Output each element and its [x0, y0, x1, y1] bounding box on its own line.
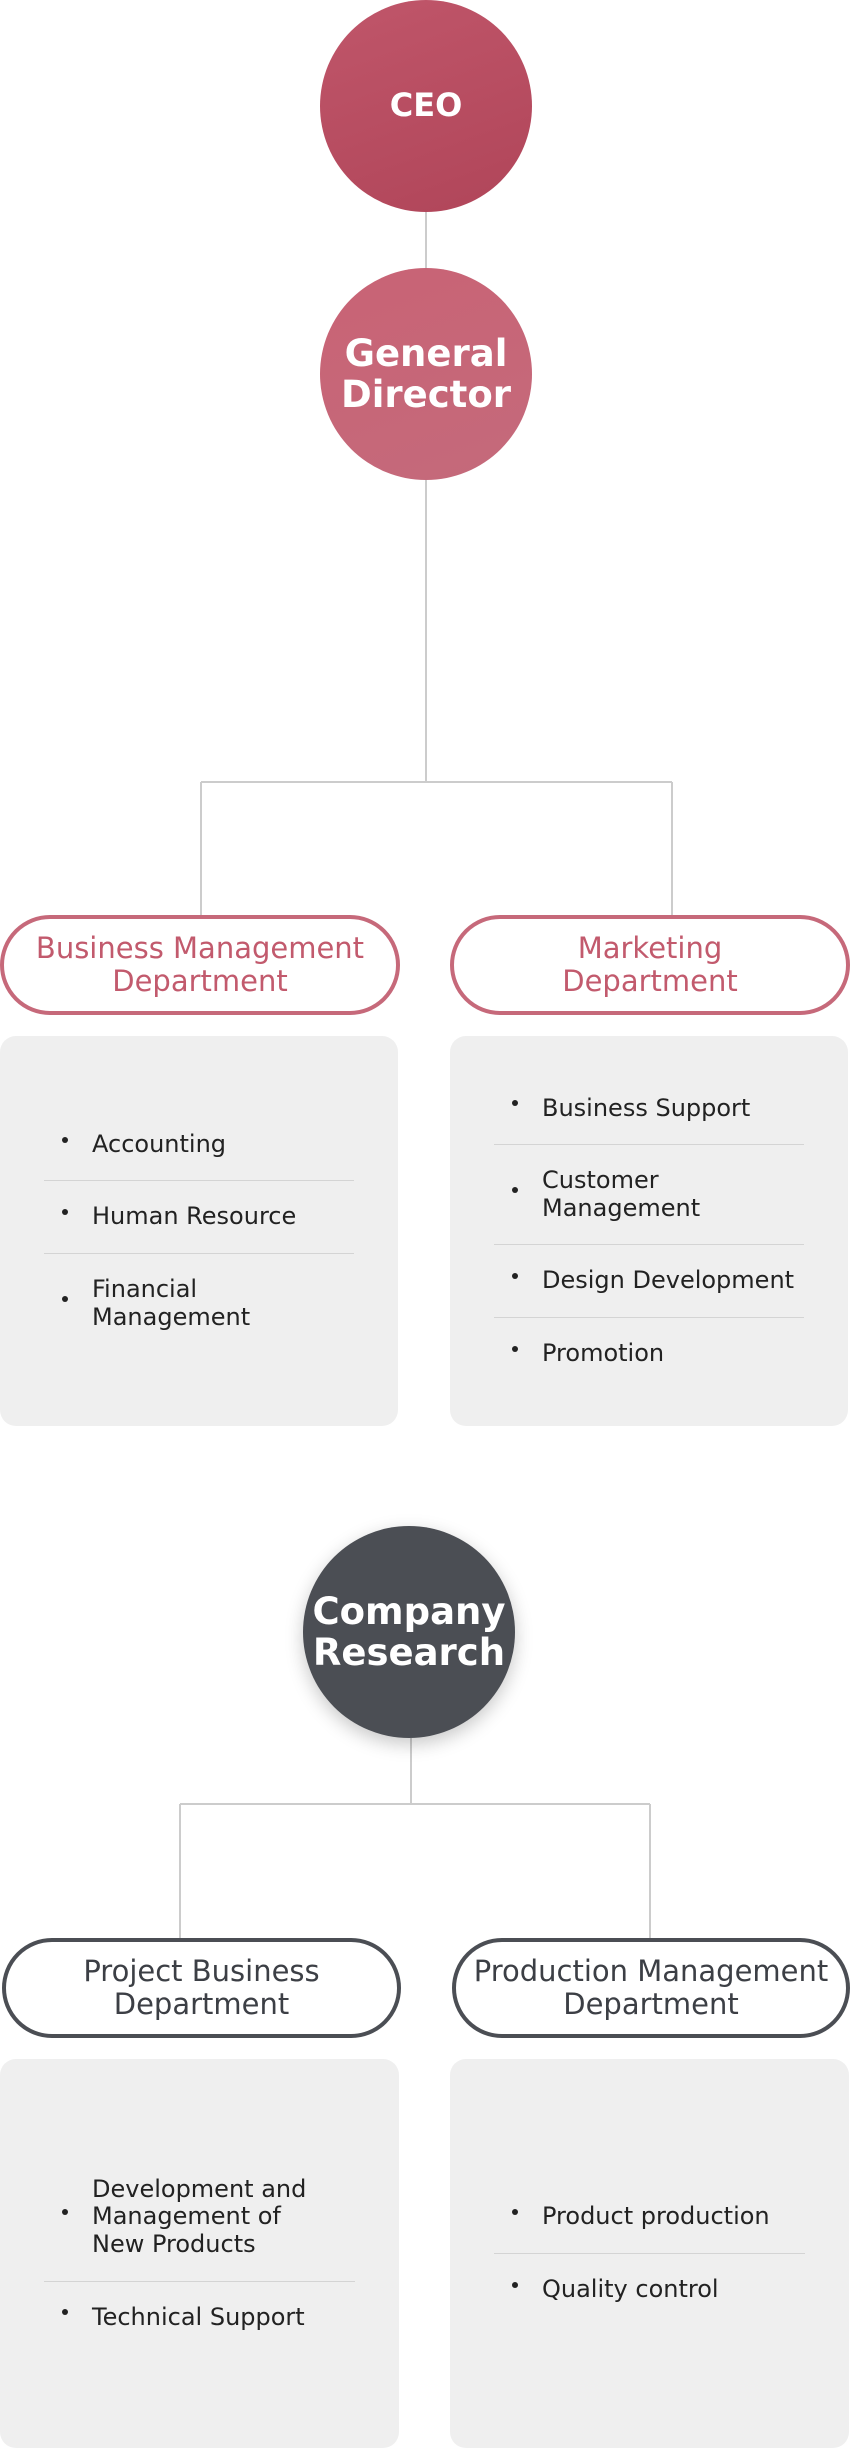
list-item: Customer Management	[494, 1145, 804, 1246]
list-item-label: Accounting	[92, 1129, 227, 1158]
bullet-icon	[512, 1100, 518, 1107]
list-item: Development and Management of New Produc…	[44, 2154, 355, 2282]
list-item-label: Customer Management	[542, 1166, 701, 1222]
list-item-label: Promotion	[542, 1338, 665, 1367]
list-item: Business Support	[494, 1073, 804, 1146]
marketing-list: Business Support Customer Management Des…	[494, 1073, 804, 1390]
ceo-node: CEO	[320, 0, 532, 212]
business-management-list: Accounting Human Resource Financial Mana…	[44, 1109, 354, 1353]
bullet-icon	[512, 1345, 518, 1352]
production-management-department: Production Management Department	[452, 1938, 850, 2038]
marketing-department: Marketing Department	[450, 915, 850, 1015]
list-item-label: Design Development	[542, 1266, 795, 1295]
list-item-label: Business Support	[542, 1093, 751, 1122]
marketing-tasks: Business Support Customer Management Des…	[450, 1036, 848, 1426]
list-item: Technical Support	[44, 2282, 355, 2354]
list-item-label: Product production	[542, 2202, 770, 2231]
project-business-tasks: Development and Management of New Produc…	[0, 2059, 399, 2448]
general-director-node: General Director	[320, 268, 532, 480]
list-item: Quality control	[494, 2254, 805, 2326]
production-management-list: Product production Quality control	[494, 2181, 805, 2325]
bullet-icon	[62, 1209, 68, 1216]
bullet-icon	[62, 2309, 68, 2316]
list-item-label: Human Resource	[92, 1202, 297, 1231]
list-item: Promotion	[494, 1318, 804, 1390]
list-item: Financial Management	[44, 1254, 354, 1353]
bullet-icon	[62, 2209, 68, 2216]
list-item: Accounting	[44, 1109, 354, 1182]
bullet-icon	[512, 1186, 518, 1193]
list-item: Design Development	[494, 1245, 804, 1318]
production-management-tasks: Product production Quality control	[450, 2059, 849, 2448]
list-item: Human Resource	[44, 1181, 354, 1254]
list-item-label: Financial Management	[92, 1275, 251, 1331]
bullet-icon	[512, 2281, 518, 2288]
list-item-label: Quality control	[542, 2275, 719, 2303]
list-item-label: Technical Support	[92, 2302, 305, 2331]
company-research-node: Company Research	[303, 1526, 515, 1738]
bullet-icon	[62, 1136, 68, 1143]
business-management-tasks: Accounting Human Resource Financial Mana…	[0, 1036, 398, 1426]
list-item-label: Development and Management of New Produc…	[92, 2174, 307, 2258]
project-business-department: Project Business Department	[2, 1938, 401, 2038]
business-management-department: Business Management Department	[0, 915, 400, 1015]
bullet-icon	[62, 1295, 68, 1302]
bullet-icon	[512, 1273, 518, 1280]
bullet-icon	[512, 2209, 518, 2216]
list-item: Product production	[494, 2181, 805, 2254]
project-business-list: Development and Management of New Produc…	[44, 2154, 355, 2353]
